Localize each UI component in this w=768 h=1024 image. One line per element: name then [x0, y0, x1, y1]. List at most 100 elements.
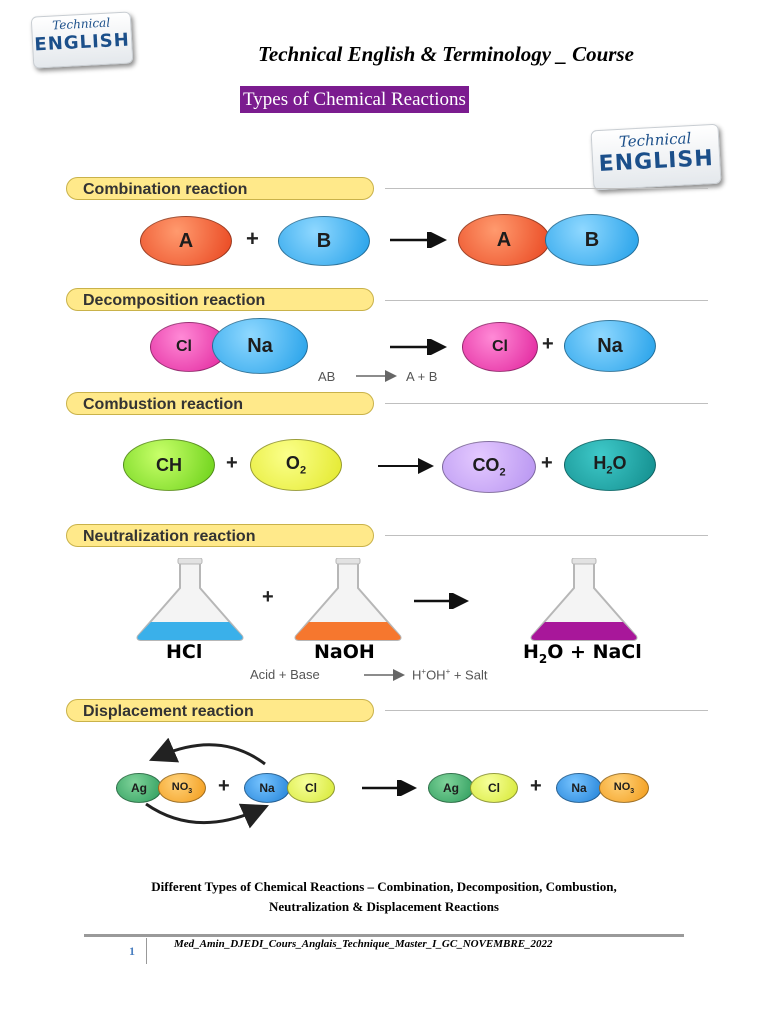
figure-caption-line1: Different Types of Chemical Reactions – …	[151, 879, 617, 894]
logo-figure: Technical ENGLISH	[590, 123, 722, 191]
label-products: H2O + NaCl	[523, 641, 642, 666]
product-a-label: A	[496, 228, 512, 251]
equation-left: AB	[318, 369, 336, 384]
reaction-arrow	[414, 593, 469, 609]
product-cl: Cl	[462, 322, 538, 372]
footer-text: Med_Amin_DJEDI_Cours_Anglais_Technique_M…	[174, 938, 553, 950]
h2o-subscript: 2	[606, 464, 613, 477]
product-cl-label: Cl	[488, 781, 500, 795]
eq-h: H	[412, 667, 422, 683]
banner-neutralization: Neutralization reaction	[66, 524, 374, 547]
no3-symbol: NO	[171, 780, 189, 793]
reaction-arrow	[390, 339, 447, 355]
eq-sup2: +	[445, 667, 451, 676]
product-no3-label: NO3	[614, 781, 634, 795]
product-no3: NO3	[599, 773, 649, 803]
footer-rule	[84, 934, 684, 937]
label-naoh: NaOH	[314, 641, 375, 663]
flask-naoh	[294, 558, 402, 641]
divider	[385, 403, 708, 404]
molecule-o2: O2	[250, 439, 342, 491]
equation-right: A + B	[406, 369, 438, 384]
product-atom-b: B	[545, 214, 639, 266]
molecule-co2: CO2	[442, 441, 536, 493]
product-b-label: B	[584, 228, 600, 251]
plus-sign: +	[226, 452, 238, 474]
plus-sign: +	[530, 775, 542, 797]
atom-a-label: A	[178, 229, 194, 252]
ion-no3-label: NO3	[172, 781, 192, 795]
ion-no3: NO3	[158, 773, 206, 803]
banner-decomposition: Decomposition reaction	[66, 288, 374, 311]
product-na: Na	[564, 320, 656, 372]
reaction-arrow	[378, 458, 434, 474]
small-arrow	[364, 669, 405, 681]
figure-logo-line2: ENGLISH	[598, 146, 715, 177]
label-hcl: HCl	[166, 641, 203, 663]
o2-subscript: 2	[299, 464, 307, 477]
atom-ag: Ag	[116, 773, 162, 803]
no3-subscript: 3	[188, 788, 193, 796]
product-na: Na	[556, 773, 602, 803]
equation-left: Acid + Base	[250, 667, 320, 682]
atom-b: B	[278, 216, 370, 266]
product-ag-label: Ag	[443, 781, 459, 795]
flask-product	[530, 558, 638, 641]
reaction-arrow	[362, 780, 417, 796]
product-no3-symbol: NO	[613, 780, 631, 793]
swap-arrows	[145, 738, 269, 829]
atom-cl: Cl	[287, 773, 335, 803]
atom-ag-label: Ag	[131, 781, 147, 795]
small-arrow	[356, 370, 397, 382]
section-tag: Types of Chemical Reactions	[240, 86, 469, 113]
reaction-arrow	[390, 232, 447, 248]
product-no3-subscript: 3	[630, 788, 635, 796]
plus-sign: +	[541, 452, 553, 474]
product-cl: Cl	[470, 773, 518, 803]
atom-na-label: Na	[259, 781, 275, 795]
molecule-ch: CH	[123, 439, 215, 491]
page-number: 1	[129, 944, 135, 958]
atom-b-label: B	[316, 229, 332, 252]
plus-sign: +	[246, 226, 259, 251]
atom-cl-label: Cl	[176, 338, 192, 355]
molecule-co2-label: CO2	[472, 455, 505, 479]
eq-salt: + Salt	[450, 667, 488, 683]
molecule-h2o: H2O	[564, 439, 656, 491]
h2o-o: O	[612, 453, 627, 474]
page-title: Technical English & Terminology _ Course	[258, 42, 634, 66]
atom-na: Na	[212, 318, 308, 374]
atom-a: A	[140, 216, 232, 266]
footer-separator	[146, 938, 147, 964]
figure-caption-line2: Neutralization & Displacement Reactions	[269, 899, 499, 914]
product-ag: Ag	[428, 773, 474, 803]
divider	[385, 300, 708, 301]
product-cl-label: Cl	[492, 338, 508, 355]
equation-right: H+OH+ + Salt	[412, 667, 487, 682]
product-h: H	[523, 641, 539, 663]
banner-displacement: Displacement reaction	[66, 699, 374, 722]
o2-symbol: O	[285, 453, 300, 474]
atom-na: Na	[244, 773, 290, 803]
product-na-label: Na	[571, 781, 587, 795]
plus-sign: +	[542, 333, 554, 355]
divider	[385, 535, 708, 536]
co2-subscript: 2	[499, 466, 506, 479]
banner-combustion: Combustion reaction	[66, 392, 374, 415]
h2o-h: H	[593, 453, 607, 474]
molecule-ch-label: CH	[156, 454, 182, 475]
plus-sign: +	[262, 586, 274, 608]
molecule-o2-label: O2	[286, 453, 306, 477]
eq-oh: OH	[426, 667, 446, 683]
co2-symbol: CO	[472, 455, 500, 476]
product-atom-a: A	[458, 214, 550, 266]
plus-sign: +	[218, 775, 230, 797]
product-rest: O + NaCl	[547, 641, 642, 663]
product-subscript: 2	[538, 651, 548, 666]
eq-sup1: +	[421, 667, 427, 676]
divider	[385, 710, 708, 711]
divider	[385, 188, 708, 189]
flask-hcl	[136, 558, 244, 641]
banner-combination: Combination reaction	[66, 177, 374, 200]
product-na-label: Na	[597, 334, 623, 357]
